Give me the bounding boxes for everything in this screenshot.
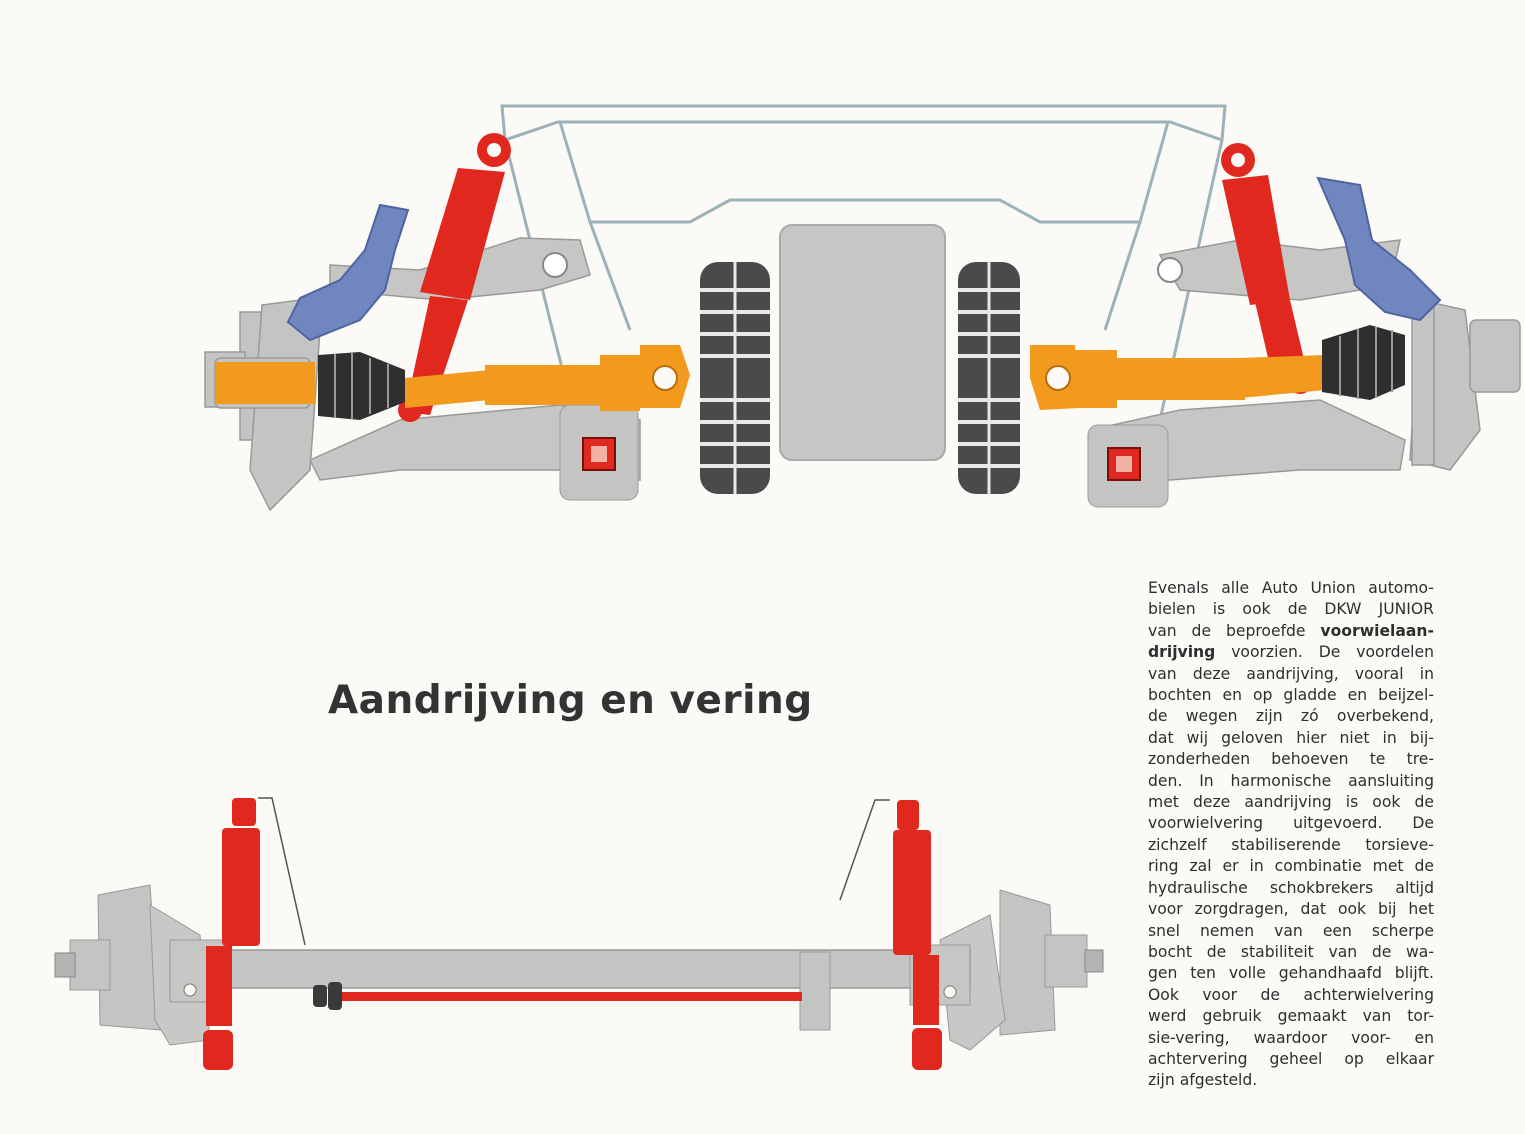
right-wheel-hub-icon [1409,294,1521,471]
left-torsion-spring-icon [286,203,410,342]
body-line: van de beproefde voorwielaan- [1148,621,1434,640]
body-line: voorwielvering uitgevoerd. De [1148,814,1434,833]
right-cv-boot-icon [1322,325,1405,400]
right-shock-absorber-icon [1221,143,1312,394]
left-cv-boot-icon [318,352,405,420]
right-torsion-spring-icon [1316,176,1442,322]
body-line: hydraulische schokbrekers altijd [1148,878,1434,897]
body-line: ring zal er in combinatie met de [1148,857,1434,876]
body-line: de wegen zijn zó overbekend, [1148,707,1434,726]
body-line: snel nemen van een scherpe [1148,921,1434,940]
body-line: voor zorgdragen, dat ook bij het [1148,900,1434,919]
body-line: den. In harmonische aansluiting [1148,771,1434,790]
inboard-brake-drum-left-icon [700,262,770,494]
body-line: bocht de stabiliteit van de wa- [1148,942,1434,961]
body-line: bochten en op gladde en beijzel- [1148,686,1434,705]
body-line: dat wij geloven hier niet in bij- [1148,728,1434,747]
rear-torsion-bar-icon [340,992,802,1001]
rear-shock-mount-outline [258,797,890,946]
body-line: sie-vering, waardoor voor- en [1148,1028,1434,1047]
page-title: Aandrijving en vering [328,678,813,723]
body-line: Evenals alle Auto Union automo- [1148,579,1434,597]
right-drive-shaft-icon [1030,345,1325,410]
body-line: zonderheden behoeven te tre- [1148,750,1434,769]
body-line: met deze aandrijving is ook de [1148,793,1434,812]
body-line: werd gebruik gemaakt van tor- [1148,1007,1434,1026]
body-line: bielen is ook de DKW JUNIOR [1148,600,1434,619]
body-line: zichzelf stabiliserende torsieve- [1148,835,1434,854]
body-line: drijving voorzien. De voordelen [1148,643,1434,662]
left-lower-control-arm-icon [308,404,641,481]
left-torsion-mount-icon [582,437,616,471]
engine-block-icon [779,224,946,461]
rear-axle-beam-icon [169,949,971,989]
inboard-brake-drum-right-icon [958,262,1020,494]
body-line: gen ten volle gehandhaafd blijft. [1148,964,1434,983]
body-paragraph: Evenals alle Auto Union automo-bielen is… [1148,578,1434,1092]
left-drive-shaft-icon [215,345,690,411]
rear-right-shock-absorber-icon [893,800,942,1070]
body-line: achtervering geheel op elkaar [1148,1049,1434,1068]
body-line: zijn afgesteld. [1148,1071,1258,1090]
rear-left-shock-absorber-icon [203,798,260,1070]
body-line: van deze aandrijving, vooral in [1148,664,1434,683]
body-line: Ook voor de achterwielvering [1148,985,1434,1004]
torsion-bar-bushing-icon [313,982,342,1010]
